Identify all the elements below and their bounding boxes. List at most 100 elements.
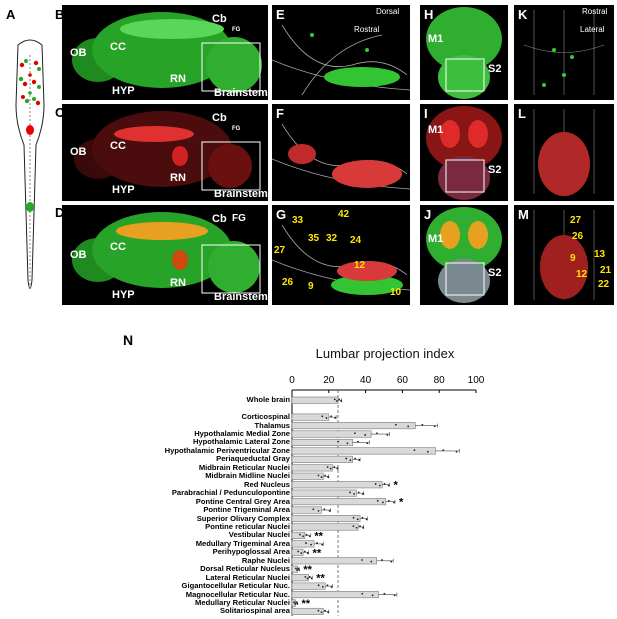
significance-marker: **	[314, 530, 323, 542]
data-point	[299, 533, 301, 536]
label-rostral: Rostral	[354, 25, 380, 34]
label-hyp: HYP	[112, 85, 135, 97]
data-point	[308, 535, 311, 538]
label-ob: OB	[70, 249, 87, 261]
x-tick-label: 100	[467, 375, 485, 386]
panel-k-horizontal: K Rostral Lateral	[514, 5, 614, 100]
data-point	[317, 474, 320, 477]
data-point	[362, 526, 364, 529]
category-label: Medullary Trigeminal Area	[195, 538, 290, 548]
panel-letter-l: L	[518, 106, 526, 121]
x-tick-label: 40	[360, 375, 372, 386]
region-number: 21	[600, 265, 612, 276]
brain-image-green	[72, 12, 262, 93]
data-point	[426, 450, 429, 453]
data-point	[383, 592, 386, 595]
bar	[291, 582, 326, 590]
region-number: 35	[308, 233, 320, 244]
data-point	[371, 594, 374, 597]
bar	[291, 591, 379, 599]
data-point	[336, 467, 339, 470]
category-label: Pontine reticular Nuclei	[205, 521, 290, 531]
bar	[291, 464, 333, 472]
x-tick-label: 60	[396, 375, 408, 386]
data-point	[361, 592, 364, 595]
data-point	[407, 425, 410, 428]
label-ob: OB	[70, 47, 87, 59]
data-point	[317, 609, 320, 612]
category-label: Vestibular Nuclei	[228, 530, 290, 540]
label-dorsal: Dorsal	[376, 7, 400, 16]
bar	[291, 422, 416, 430]
category-label: Thalamus	[254, 420, 290, 430]
data-point	[353, 493, 355, 495]
bar	[291, 430, 372, 438]
data-point	[316, 542, 318, 544]
label-hyp: HYP	[112, 289, 135, 301]
data-point	[390, 560, 393, 563]
data-point	[338, 398, 341, 401]
category-label: Superior Olivary Complex	[196, 513, 290, 523]
data-point	[354, 432, 356, 435]
data-point	[366, 442, 369, 445]
significance-marker: *	[399, 497, 404, 509]
data-point	[321, 415, 324, 418]
label-s2: S2	[488, 63, 502, 75]
significance-marker: **	[302, 598, 311, 610]
panel-letter-b: B	[55, 7, 65, 22]
data-point	[300, 552, 303, 555]
data-point	[378, 484, 381, 487]
bar	[291, 557, 377, 565]
data-point	[305, 533, 308, 536]
label-rn: RN	[170, 172, 186, 184]
region-number: 26	[282, 277, 294, 288]
panel-i-dorsal: I M1 S2	[420, 104, 508, 201]
region-number: 10	[390, 287, 402, 298]
label-rn: RN	[170, 73, 186, 85]
data-point	[297, 550, 300, 553]
panel-f-section: F	[272, 104, 410, 201]
data-point	[326, 466, 329, 468]
data-point	[335, 400, 338, 402]
panel-m-horizontal: M 27 26 9 13 12 21 22	[514, 205, 614, 305]
data-point	[320, 611, 323, 614]
label-m1: M1	[428, 124, 444, 136]
data-point	[352, 525, 355, 528]
label-fg: FG	[232, 27, 241, 33]
panel-letter-f: F	[276, 106, 284, 121]
panel-h-dorsal: H M1 S2	[420, 5, 508, 100]
region-number: 24	[350, 235, 362, 246]
panel-letter-d: D	[55, 205, 65, 220]
x-tick-label: 0	[289, 375, 295, 386]
bar	[291, 455, 354, 463]
panel-letter-h: H	[424, 7, 434, 22]
label-s2: S2	[488, 267, 502, 279]
label-hyp: HYP	[112, 184, 135, 196]
data-point	[295, 601, 298, 604]
panel-letter-g: G	[276, 207, 287, 222]
category-label: Lateral Reticular Nuclei	[205, 572, 290, 582]
category-label: Midbrain Midline Nuclei	[205, 471, 290, 481]
data-point	[361, 493, 364, 495]
data-point	[296, 569, 298, 571]
dorsal-image-red	[426, 106, 502, 200]
label-s2: S2	[488, 164, 502, 176]
data-point	[356, 518, 359, 521]
label-cb: Cb	[212, 13, 227, 25]
data-point	[327, 611, 330, 614]
panel-b-sagittal-green: OB CC HYP RN Cb FG Brainstem	[62, 5, 268, 100]
data-point	[317, 509, 320, 512]
data-point	[387, 484, 390, 487]
data-point	[364, 433, 367, 436]
spinal-cord-schematic	[15, 39, 45, 289]
label-cb: Cb	[212, 112, 227, 124]
bar	[291, 481, 383, 489]
data-point	[304, 575, 307, 578]
data-point	[346, 442, 349, 445]
label-brainstem: Brainstem	[214, 188, 268, 200]
region-number: 12	[354, 260, 366, 271]
section-image-red	[272, 123, 410, 190]
category-label: Raphe Nuclei	[241, 555, 290, 565]
label-rn: RN	[170, 277, 186, 289]
